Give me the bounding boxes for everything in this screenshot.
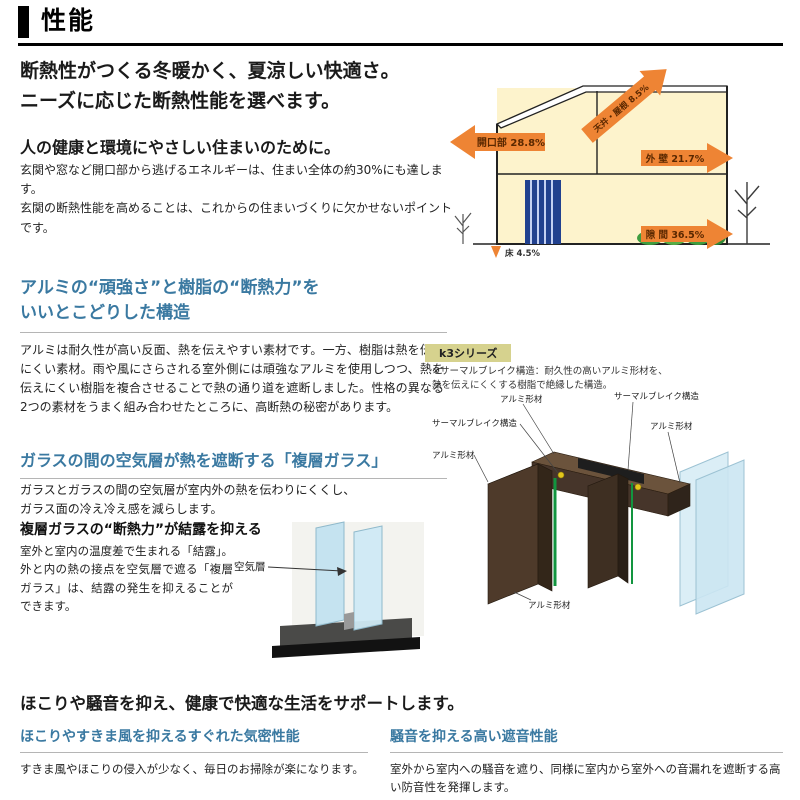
intro-body-line1: 玄関や窓など開口部から逃げるエネルギーは、住まい全体の約30%にも達します。 — [20, 163, 443, 197]
glazing-spacer — [344, 612, 354, 630]
page-title: 性能 — [18, 6, 783, 38]
sound-column: 騒音を抑える高い遮音性能 室外から室内への騒音を遮り、同様に室内から室外への音漏… — [390, 726, 783, 797]
intro-heading-line2: ニーズに応じた断熱性能を選べます。 — [20, 90, 341, 113]
thermal-break-note: ※サーマルブレイク構造：耐久性の高いアルミ形材を、 熱を伝えにくくする樹脂で絶縁… — [432, 365, 668, 394]
label-aluminum-left: アルミ形材 — [432, 450, 475, 461]
label-aluminum-bottom: アルミ形材 — [528, 600, 571, 611]
sound-heading: 騒音を抑える高い遮音性能 — [390, 726, 783, 753]
aluminum-section-body: アルミは耐久性が高い反面、熱を伝えやすい素材です。一方、樹脂は熱を伝えにくい素材… — [20, 343, 444, 414]
sound-body: 室外から室内への騒音を遮り、同様に室内から室外への音漏れを遮断する高い防音性を発… — [390, 762, 781, 794]
airtight-heading: ほこりやすきま風を抑えるすぐれた気密性能 — [20, 726, 368, 753]
frame-post-extrusion — [587, 473, 629, 589]
heat-loss-label-wall: 外 壁 21.7% — [645, 153, 705, 165]
gap-arrow — [641, 219, 733, 249]
glass-body-line2: ガラス面の冷え冷え感を減らします。 — [20, 502, 223, 517]
thermal-break-note-line2: 熱を伝えにくくする樹脂で絶縁した構造。 — [432, 380, 613, 392]
page-header: 性能 — [18, 6, 783, 46]
leader-lines — [473, 401, 681, 601]
frame-structure-diagram: アルミ形材 サーマルブレイク構造 アルミ形材 サーマルブレイク構造 アルミ形材 … — [432, 391, 745, 615]
air-layer-arrow-head — [337, 567, 347, 576]
sash-base — [272, 637, 420, 658]
airtight-body: すきま風やほこりの侵入が少なく、毎日のお掃除が楽になります。 — [20, 762, 364, 776]
tree-left-illustration — [454, 212, 472, 244]
intro-subheading: 人の健康と環境にやさしい住まいのために。 — [20, 138, 341, 157]
glazing-pane-2 — [353, 525, 383, 631]
condensation-subheading: 複層ガラスの“断熱力”が結露を抑える — [20, 522, 262, 538]
heat-loss-label-gap: 隙 間 36.5% — [646, 229, 705, 241]
heat-loss-diagram: 開口部 28.8% 天井・屋根 8.5% 外 壁 21.7% 隙 間 36.5%… — [450, 69, 770, 259]
aluminum-heading-line1: アルミの“頑強さ”と樹脂の“断熱力”を — [20, 278, 320, 298]
label-thermal-break-top: サーマルブレイク構造 — [614, 391, 699, 402]
label-aluminum-right: アルミ形材 — [650, 421, 693, 432]
door-illustration — [525, 180, 561, 244]
intro-heading: 断熱性がつくる冬暖かく、夏涼しい快適さ。 ニーズに応じた断熱性能を選べます。 — [20, 56, 400, 117]
thermal-break-marker-1 — [557, 471, 565, 479]
heat-loss-arrows: 開口部 28.8% 天井・屋根 8.5% 外 壁 21.7% 隙 間 36.5%… — [450, 69, 733, 259]
opening-arrow — [450, 125, 545, 159]
glass-section-body: ガラスとガラスの間の空気層が室内外の熱を伝わりにくくし、 ガラス面の冷え冷え感を… — [20, 481, 355, 519]
label-thermal-break-left: サーマルブレイク構造 — [432, 418, 517, 429]
intro-heading-line1: 断熱性がつくる冬暖かく、夏涼しい快適さ。 — [20, 60, 400, 82]
intro-body: 玄関や窓など開口部から逃げるエネルギーは、住まい全体の約30%にも達します。 玄… — [20, 161, 458, 238]
bottom-section-heading: ほこりや騒音を抑え、健康で快適な生活をサポートします。 — [20, 694, 464, 713]
aluminum-heading-line2: いいとこどりした構造 — [20, 302, 190, 323]
heat-loss-label-floor: 床 4.5% — [505, 248, 541, 259]
series-badge: k3シリーズ — [425, 344, 512, 362]
thermal-break-connector — [578, 458, 644, 484]
airtight-column: ほこりやすきま風を抑えるすぐれた気密性能 すきま風やほこりの侵入が少なく、毎日の… — [20, 726, 368, 779]
wall-arrow — [641, 143, 733, 173]
thermal-break-note-line1: ※サーマルブレイク構造：耐久性の高いアルミ形材を、 — [432, 366, 668, 377]
glass-pane-inner — [695, 459, 745, 615]
double-glazing-diagram: 空気層 — [234, 521, 424, 658]
glass-section-heading: ガラスの間の空気層が熱を遮断する「複層ガラス」 — [20, 447, 447, 479]
air-layer-arrow-line — [267, 566, 343, 572]
condensation-body: 室外と室内の温度差で生まれる「結露」。外と内の熱の接点を空気層で遮る「複層ガラス… — [20, 544, 233, 614]
thermal-break-marker-2 — [634, 483, 642, 491]
tree-right-illustration — [734, 182, 760, 244]
door-leaf-extrusion — [487, 463, 553, 605]
intro-body-line2: 玄関の断熱性能を高めることは、これからの住まいづくりに欠かせないポイントです。 — [20, 201, 453, 235]
aluminum-section-heading: アルミの“頑強さ”と樹脂の“断熱力”を いいとこどりした構造 — [20, 276, 447, 334]
air-layer-label: 空気層 — [234, 560, 266, 573]
glass-body-line1: ガラスとガラスの間の空気層が室内外の熱を伝わりにくくし、 — [20, 483, 356, 497]
heat-loss-label-opening: 開口部 28.8% — [477, 136, 545, 149]
floor-arrow — [491, 246, 501, 258]
label-aluminum-top: アルミ形材 — [500, 394, 543, 405]
